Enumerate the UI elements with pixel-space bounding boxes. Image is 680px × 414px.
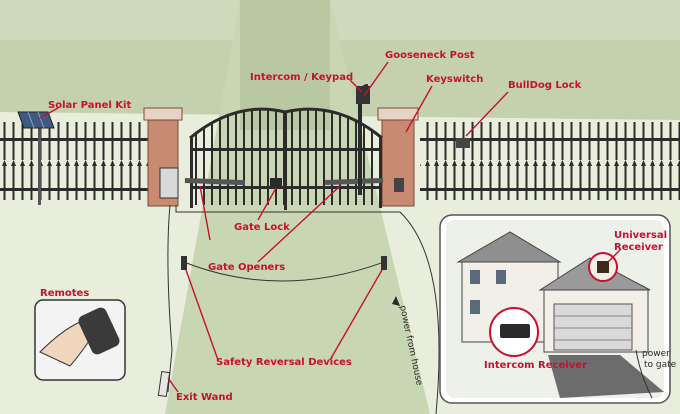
- arrow-icon: [392, 296, 400, 306]
- label-bulldog-lock: BullDog Lock: [508, 80, 582, 91]
- gooseneck-post: [356, 84, 370, 195]
- right-pillar: [377, 107, 419, 207]
- label-keyswitch: Keyswitch: [426, 74, 483, 85]
- driveway-far: [240, 0, 330, 130]
- right-fence: [420, 122, 680, 200]
- leader-lines: [39, 61, 621, 393]
- safety-sensor-left: [181, 256, 187, 270]
- bulldog-lock-device: [456, 138, 470, 148]
- label-power-to-gate-1: power: [642, 349, 670, 359]
- universal-receiver-icon: [597, 261, 609, 273]
- exit-wand-device: [157, 370, 171, 398]
- safety-sensor-right: [381, 256, 387, 270]
- intercom-receiver-icon: [500, 324, 530, 338]
- label-universal-receiver-2: Receiver: [614, 242, 663, 253]
- keypad-box: [394, 178, 404, 192]
- label-exit-wand: Exit Wand: [176, 392, 233, 403]
- wiring: [167, 204, 440, 414]
- gate-lock-device: [270, 178, 282, 188]
- label-universal-receiver-1: Universal: [614, 230, 667, 241]
- label-gooseneck-post: Gooseneck Post: [385, 50, 475, 61]
- left-fence: [0, 122, 150, 200]
- garage-door: [553, 303, 633, 351]
- house-inset: [439, 214, 671, 404]
- gate-openers: [184, 177, 384, 188]
- intercom-keypad-device: [356, 86, 370, 104]
- driveway: [165, 0, 430, 414]
- gate: [189, 107, 383, 210]
- label-remotes: Remotes: [40, 288, 89, 299]
- left-pillar: [143, 107, 183, 207]
- label-gate-lock: Gate Lock: [234, 222, 290, 233]
- control-box: [159, 167, 179, 199]
- remotes-panel: [34, 299, 126, 381]
- label-gate-openers: Gate Openers: [208, 262, 285, 273]
- label-intercom-keypad: Intercom / Keypad: [250, 72, 353, 83]
- label-safety-reversal-devices: Safety Reversal Devices: [216, 357, 352, 368]
- label-solar-panel-kit: Solar Panel Kit: [48, 100, 131, 111]
- label-power-to-gate-2: to gate: [644, 360, 677, 370]
- remote-icon: [78, 307, 120, 355]
- label-intercom-receiver: Intercom Receiver: [484, 360, 587, 371]
